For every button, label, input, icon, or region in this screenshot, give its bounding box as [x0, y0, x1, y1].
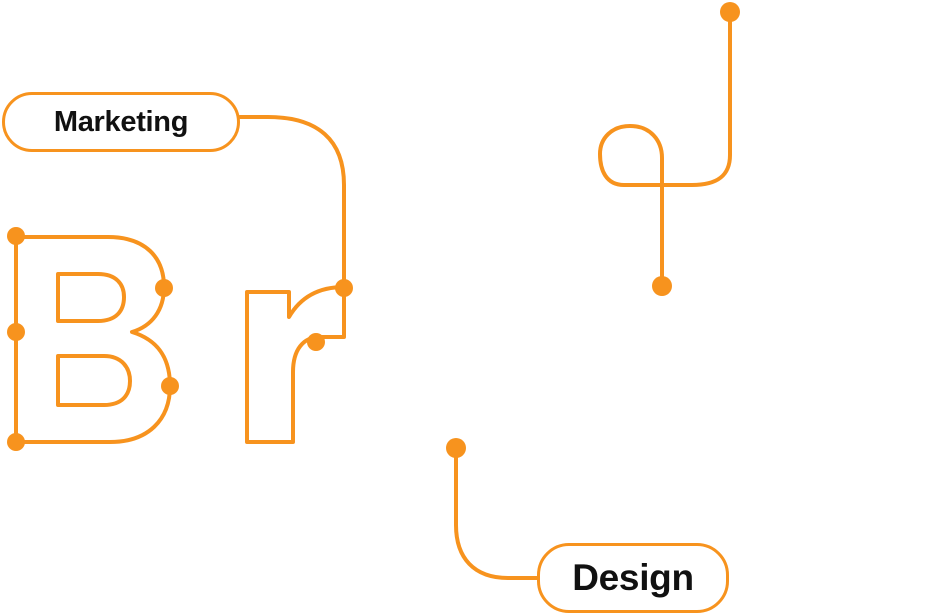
letter-r-outline [245, 285, 346, 444]
design-tag-label: Design [572, 557, 694, 598]
letter-b-lower-counter [56, 354, 132, 407]
marketing-tag-label: Marketing [53, 105, 189, 138]
anchor-dot [7, 323, 25, 341]
anchor-dot [652, 276, 672, 296]
marketing-tag: Marketing [2, 92, 240, 152]
letter-b-upper-counter [56, 272, 126, 323]
anchor-dot [161, 377, 179, 395]
anchor-dot [7, 227, 25, 245]
letter-b-outline [14, 235, 172, 444]
marketing-connector-path [238, 115, 346, 289]
loop-glyph-path [598, 10, 732, 288]
anchor-dot [446, 438, 466, 458]
anchor-dot [335, 279, 353, 297]
anchor-dot [307, 333, 325, 351]
anchor-dot [7, 433, 25, 451]
design-connector-path [454, 446, 542, 580]
anchor-dot [720, 2, 740, 22]
anchor-dot [155, 279, 173, 297]
design-tag: Design [537, 543, 729, 613]
